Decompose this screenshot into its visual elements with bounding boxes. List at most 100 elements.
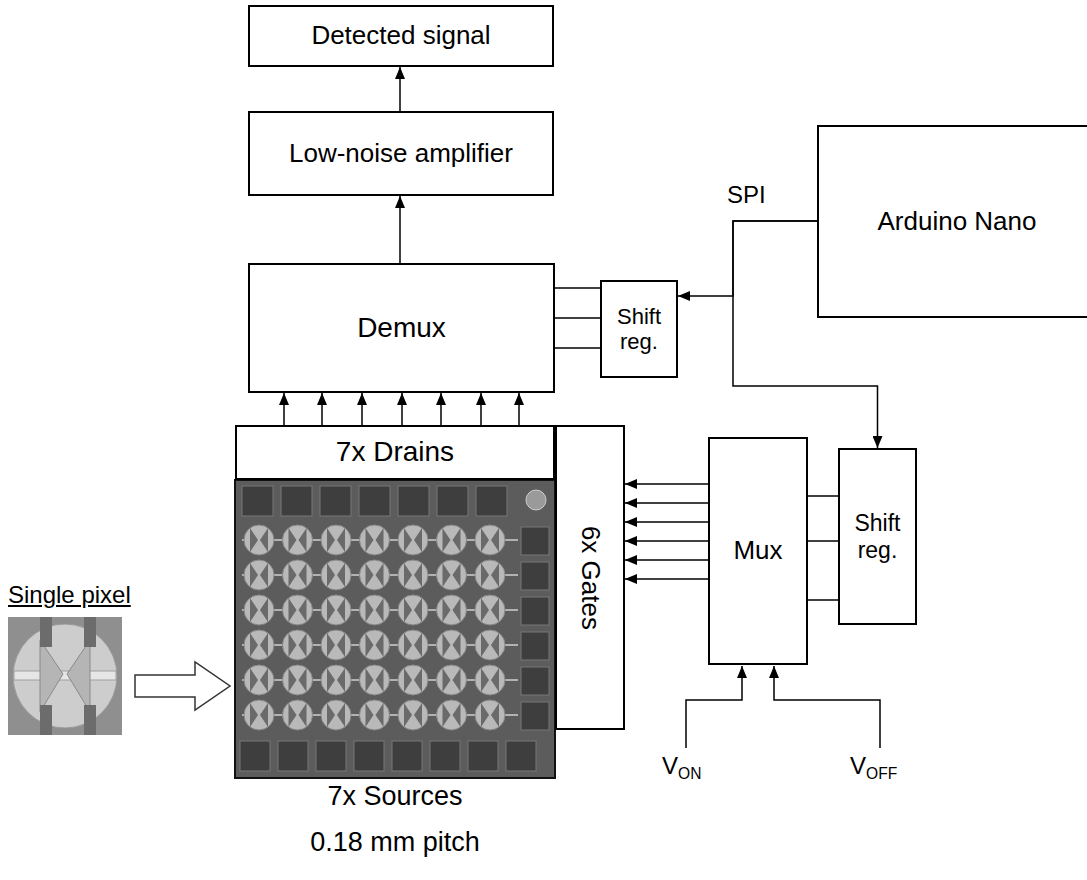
bowtie-antenna xyxy=(327,633,345,657)
bond-pad xyxy=(521,527,549,555)
bond-pad xyxy=(468,741,498,771)
bowtie-antenna xyxy=(327,598,345,622)
node-label: Shift reg. xyxy=(606,304,672,355)
hollow-arrow xyxy=(135,662,230,710)
gates-box: 6x Gates xyxy=(555,425,625,730)
node-label: Arduino Nano xyxy=(878,207,1037,237)
pixel-disc xyxy=(283,630,313,660)
pixel-pad xyxy=(84,617,96,647)
pixel-disc xyxy=(398,525,428,555)
node-label: Low-noise amplifier xyxy=(289,139,513,169)
bowtie-antenna xyxy=(250,598,268,622)
detector-array-image xyxy=(235,480,555,778)
pixel-disc xyxy=(244,560,274,590)
bowtie-antenna xyxy=(250,528,268,552)
supply-wire xyxy=(774,666,880,748)
pixel-disc xyxy=(360,595,390,625)
bond-pad xyxy=(430,741,460,771)
bowtie-antenna xyxy=(404,703,422,727)
pixel-disc xyxy=(244,665,274,695)
bowtie-antenna xyxy=(366,668,384,692)
image-caption: Single pixel xyxy=(8,581,131,609)
signal-name: VOFF xyxy=(850,752,897,783)
bowtie-antenna xyxy=(250,633,268,657)
drains-box: 7x Drains xyxy=(235,425,555,480)
bowtie-antenna xyxy=(404,633,422,657)
bowtie-antenna xyxy=(443,528,461,552)
connector xyxy=(625,578,708,580)
bond-pad xyxy=(398,486,429,516)
pixel-disc xyxy=(398,630,428,660)
bowtie-antenna xyxy=(443,563,461,587)
pixel-bar xyxy=(14,671,116,680)
connector xyxy=(399,196,401,263)
bowtie-antenna xyxy=(481,528,499,552)
bus-name: SPI xyxy=(727,181,766,209)
pixel-disc xyxy=(283,560,313,590)
shift-register-box: Shift reg. xyxy=(838,448,917,625)
node-label: Mux xyxy=(733,536,782,566)
connector xyxy=(808,540,838,542)
bond-pad xyxy=(242,486,273,516)
bowtie-antenna xyxy=(443,633,461,657)
bowtie-antenna xyxy=(366,528,384,552)
bond-pad xyxy=(316,741,346,771)
pixel-disc xyxy=(398,560,428,590)
pixel-pad xyxy=(40,705,52,735)
pixel-disc xyxy=(475,665,505,695)
node-label: 6x Gates xyxy=(575,525,605,629)
bowtie-antenna xyxy=(481,563,499,587)
controller-box: Arduino Nano xyxy=(817,125,1087,318)
signal-name: VON xyxy=(662,752,701,783)
bowtie-antenna xyxy=(481,598,499,622)
node-label: 7x Drains xyxy=(336,436,454,468)
pixel-disc xyxy=(360,525,390,555)
connector xyxy=(321,393,323,425)
pixel-pad xyxy=(84,705,96,735)
connector xyxy=(625,483,708,485)
bowtie-antenna xyxy=(443,598,461,622)
bond-pad xyxy=(354,741,384,771)
bowtie-antenna xyxy=(404,598,422,622)
mux-box: Mux xyxy=(708,437,808,665)
bowtie-antenna xyxy=(250,703,268,727)
pixel-disc xyxy=(321,560,351,590)
bowtie-antenna xyxy=(250,668,268,692)
bowtie-antenna xyxy=(289,703,307,727)
pixel-disc xyxy=(244,525,274,555)
pixel-disc xyxy=(360,560,390,590)
bowtie-antenna xyxy=(481,633,499,657)
bond-pad xyxy=(521,632,549,660)
bond-pad xyxy=(476,486,507,516)
pixel-disc xyxy=(283,665,313,695)
bowtie-antenna xyxy=(404,668,422,692)
bowtie-antenna xyxy=(481,668,499,692)
demux-box: Demux xyxy=(248,263,555,393)
pixel-disc xyxy=(283,595,313,625)
amplifier-box: Low-noise amplifier xyxy=(248,111,554,196)
array-caption: 0.18 mm pitch xyxy=(235,827,555,858)
bowtie-antenna xyxy=(327,703,345,727)
connector xyxy=(480,393,482,425)
bowtie-antenna xyxy=(404,563,422,587)
bond-pad xyxy=(521,667,549,695)
connector xyxy=(625,540,708,542)
array-caption: 7x Sources xyxy=(235,781,555,812)
bond-pad xyxy=(521,597,549,625)
bowtie-antenna xyxy=(250,563,268,587)
bond-pad xyxy=(437,486,468,516)
shift-register-box: Shift reg. xyxy=(600,280,678,378)
bowtie-antenna xyxy=(366,598,384,622)
bowtie-antenna xyxy=(366,633,384,657)
connector xyxy=(555,347,600,349)
bond-pad xyxy=(359,486,390,516)
bowtie-antenna xyxy=(289,563,307,587)
pixel-disc xyxy=(437,560,467,590)
bond-pad xyxy=(281,486,312,516)
connector xyxy=(808,495,838,497)
pixel-disc xyxy=(321,630,351,660)
pixel-disc xyxy=(321,595,351,625)
bowtie-antenna xyxy=(481,703,499,727)
bowtie-antenna xyxy=(327,668,345,692)
pixel-disc xyxy=(321,665,351,695)
